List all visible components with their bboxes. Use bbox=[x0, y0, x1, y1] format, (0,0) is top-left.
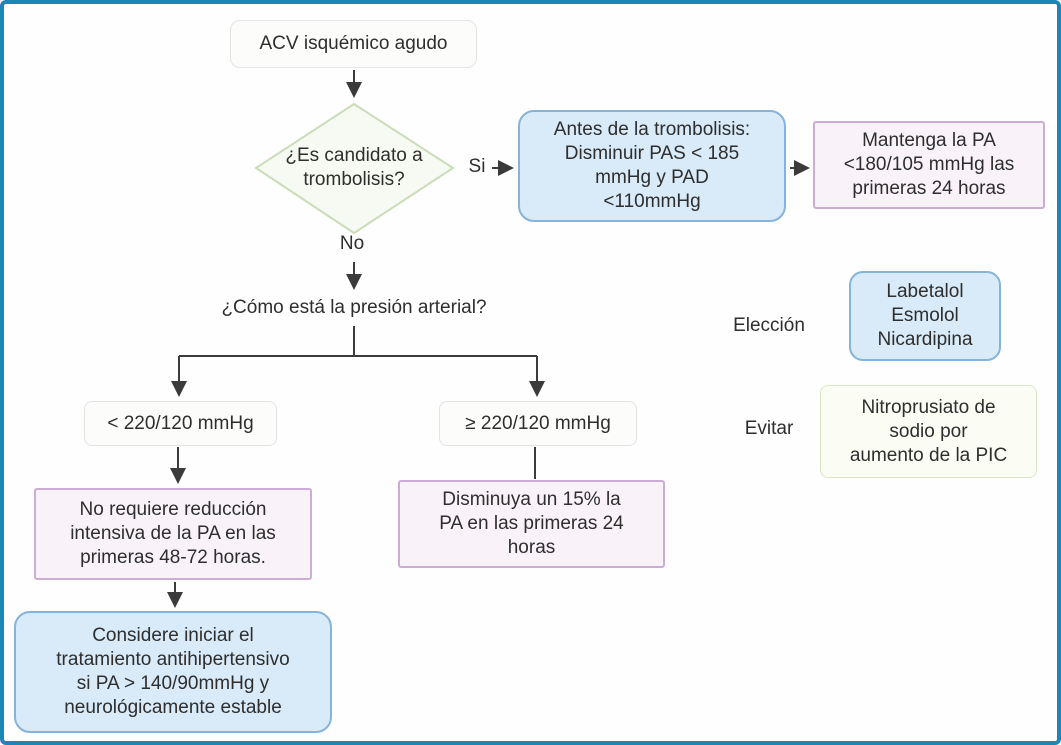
node-choice-drugs: Labetalol Esmolol Nicardipina bbox=[849, 271, 1001, 361]
node-bp-low: < 220/120 mmHg bbox=[84, 401, 277, 446]
node-bp-high: ≥ 220/120 mmHg bbox=[439, 401, 637, 446]
edge-label-no: No bbox=[339, 233, 365, 254]
node-title: ACV isquémico agudo bbox=[230, 20, 477, 68]
node-maintain-bp: Mantenga la PA <180/105 mmHg las primera… bbox=[813, 121, 1045, 209]
label-avoid: Evitar bbox=[744, 418, 794, 439]
node-no-reduction: No requiere reducción intensiva de la PA… bbox=[34, 488, 312, 580]
edge-label-yes: Si bbox=[468, 156, 486, 177]
label-choice: Elección bbox=[733, 315, 805, 336]
node-thrombolysis: Antes de la trombolisis: Disminuir PAS <… bbox=[518, 110, 786, 222]
node-avoid-drug: Nitroprusiato de sodio por aumento de la… bbox=[820, 385, 1037, 478]
node-consider-treatment: Considere iniciar el tratamiento antihip… bbox=[14, 611, 332, 733]
node-reduce-15: Disminuya un 15% la PA en las primeras 2… bbox=[398, 480, 665, 568]
node-decision-label: ¿Es candidato a trombolisis? bbox=[285, 145, 423, 190]
node-bp-question: ¿Cómo está la presión arterial? bbox=[221, 297, 487, 318]
